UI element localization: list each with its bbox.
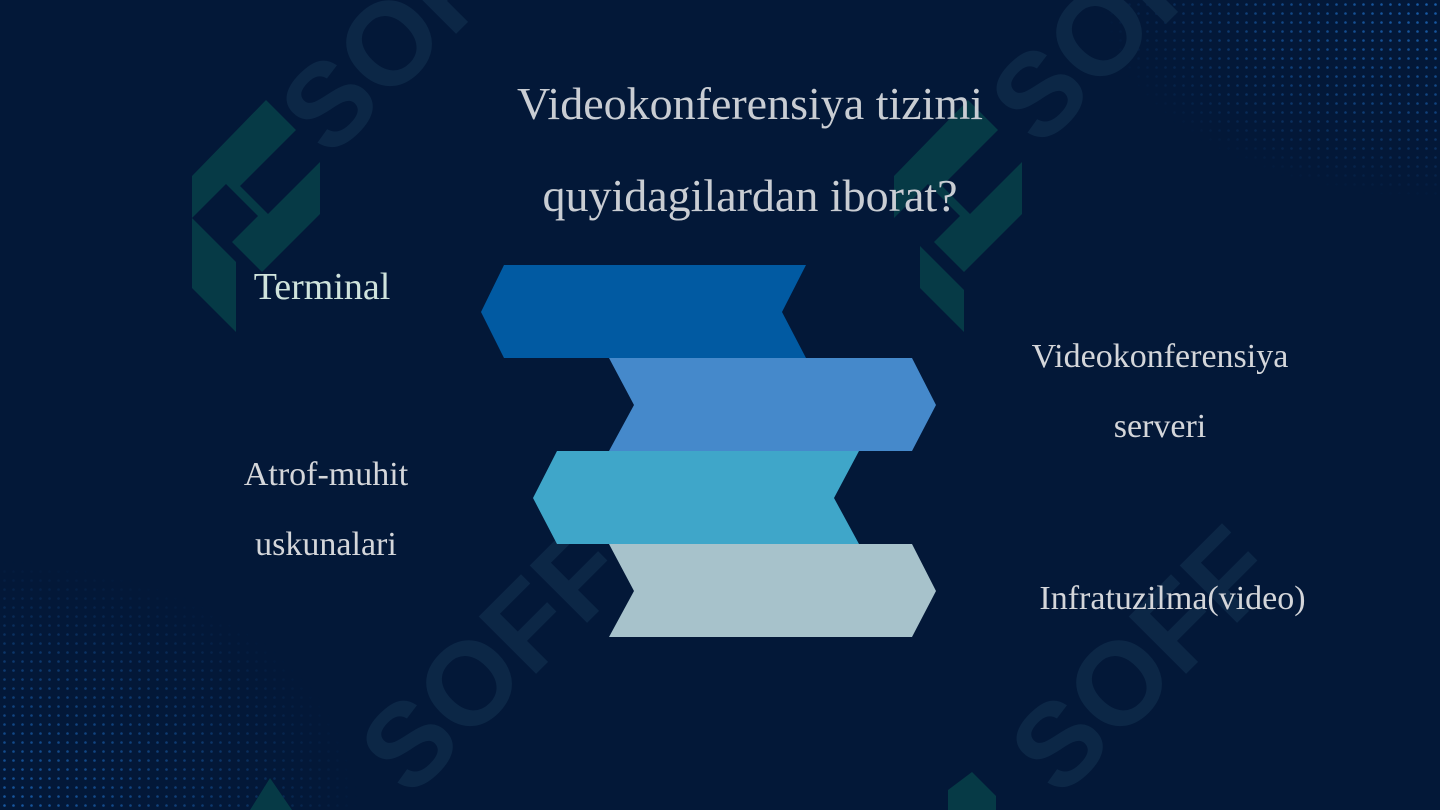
watermark-logo-right bbox=[894, 100, 1022, 332]
label-environment-equipment: Atrof-muhit uskunalari bbox=[186, 440, 466, 580]
title-line-1: Videokonferensiya tizimi bbox=[516, 78, 984, 129]
chevron-server bbox=[609, 358, 936, 451]
label-env-line-1: Atrof-muhit bbox=[243, 456, 409, 493]
watermark-logo-bottom bbox=[250, 772, 996, 810]
label-infrastructure: Infratuzilma(video) bbox=[1039, 580, 1306, 617]
label-videoconference-server: Videokonferensiya serveri bbox=[990, 322, 1330, 462]
watermark-logo-left bbox=[192, 100, 320, 332]
label-terminal: Terminal bbox=[253, 266, 391, 308]
dot-field-top-right bbox=[1100, 0, 1440, 200]
slide-title: Videokonferensiya tizimi quyidagilardan … bbox=[400, 58, 1100, 242]
title-line-2: quyidagilardan iborat? bbox=[542, 170, 958, 221]
label-env-line-2: uskunalari bbox=[255, 526, 397, 563]
chevron-environment bbox=[533, 451, 859, 544]
chevron-infrastructure bbox=[609, 544, 936, 637]
chevron-terminal bbox=[481, 265, 806, 358]
label-server-line-1: Videokonferensiya bbox=[1031, 338, 1289, 375]
label-server-line-2: serveri bbox=[1113, 408, 1207, 445]
dot-field-bottom-left bbox=[0, 560, 360, 810]
